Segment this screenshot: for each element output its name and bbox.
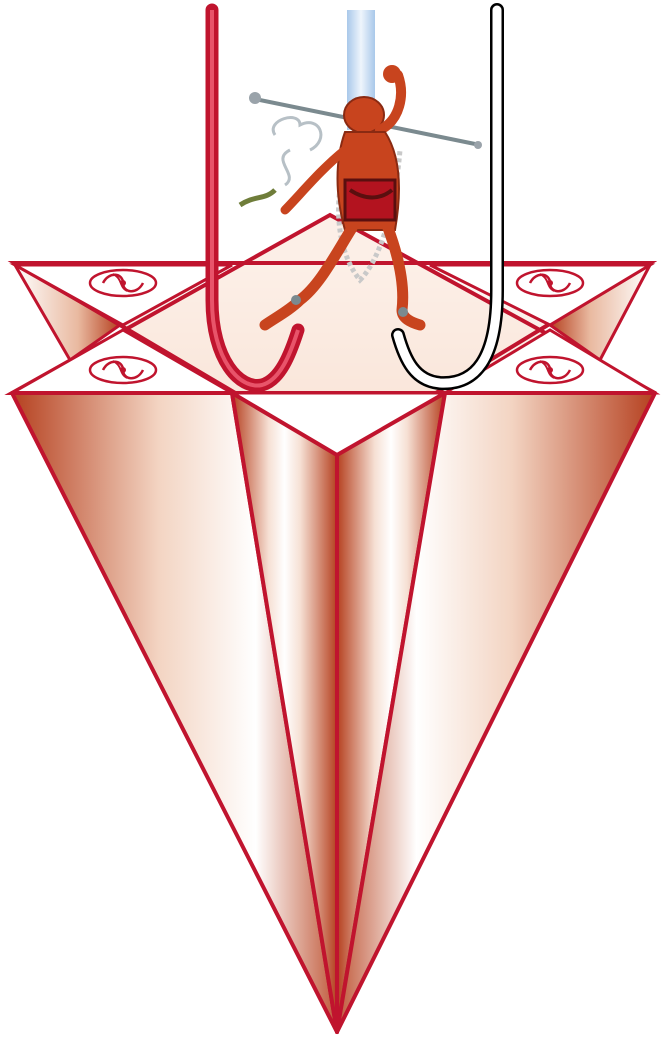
swirl-icon	[90, 270, 156, 296]
swirl-icon	[517, 270, 583, 296]
swirl-icon	[517, 357, 583, 383]
swirl-icon	[90, 357, 156, 383]
inverted-pyramid	[12, 393, 655, 1032]
